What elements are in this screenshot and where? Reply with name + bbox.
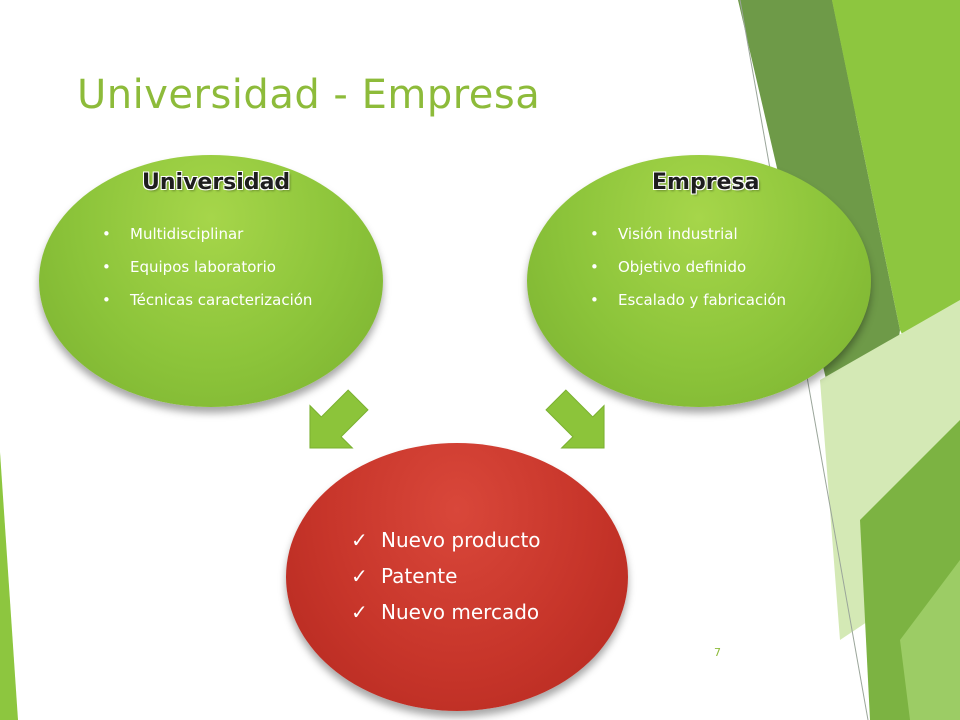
university-list: • Multidisciplinar • Equipos laboratorio •… — [102, 225, 362, 324]
university-item-multidisciplinar: Multidisciplinar — [130, 225, 244, 243]
outcome-item-mercado: Nuevo mercado — [381, 600, 540, 624]
company-heading: Empresa — [652, 170, 760, 195]
list-item: ✓ Nuevo mercado — [351, 600, 541, 624]
university-item-tecnicas: Técnicas caracterización — [130, 291, 313, 309]
outcome-list: ✓ Nuevo producto ✓ Patente ✓ Nuevo mercado — [351, 528, 541, 636]
university-node — [39, 155, 383, 407]
bullet-icon: • — [590, 258, 599, 276]
list-item: • Objetivo definido — [590, 258, 850, 276]
bullet-icon: • — [102, 225, 111, 243]
company-item-escalado: Escalado y fabricación — [618, 291, 787, 309]
list-item: • Escalado y fabricación — [590, 291, 850, 309]
slide-title: Universidad - Empresa — [77, 72, 541, 118]
check-icon: ✓ — [351, 600, 368, 624]
bullet-icon: • — [590, 291, 599, 309]
check-icon: ✓ — [351, 528, 368, 552]
university-heading: Universidad — [142, 170, 291, 195]
check-icon: ✓ — [351, 564, 368, 588]
bullet-icon: • — [102, 291, 111, 309]
company-item-objetivo: Objetivo definido — [618, 258, 747, 276]
company-node — [527, 155, 871, 407]
outcome-item-producto: Nuevo producto — [381, 528, 541, 552]
bullet-icon: • — [102, 258, 111, 276]
right-facet-bottom-light — [900, 560, 960, 720]
company-item-vision: Visión industrial — [618, 225, 738, 243]
company-list: • Visión industrial • Objetivo definido • E… — [590, 225, 850, 324]
list-item: ✓ Nuevo producto — [351, 528, 541, 552]
left-green-stripe — [0, 452, 18, 720]
outcome-node — [286, 443, 628, 711]
bullet-icon: • — [590, 225, 599, 243]
arrow-from-company — [545, 389, 605, 449]
page-number: 7 — [714, 646, 721, 659]
list-item: • Visión industrial — [590, 225, 850, 243]
list-item: • Multidisciplinar — [102, 225, 362, 243]
list-item: • Técnicas caracterización — [102, 291, 362, 309]
university-item-equipos: Equipos laboratorio — [130, 258, 276, 276]
list-item: • Equipos laboratorio — [102, 258, 362, 276]
arrow-from-university — [309, 389, 369, 449]
outcome-item-patente: Patente — [381, 564, 458, 588]
list-item: ✓ Patente — [351, 564, 541, 588]
